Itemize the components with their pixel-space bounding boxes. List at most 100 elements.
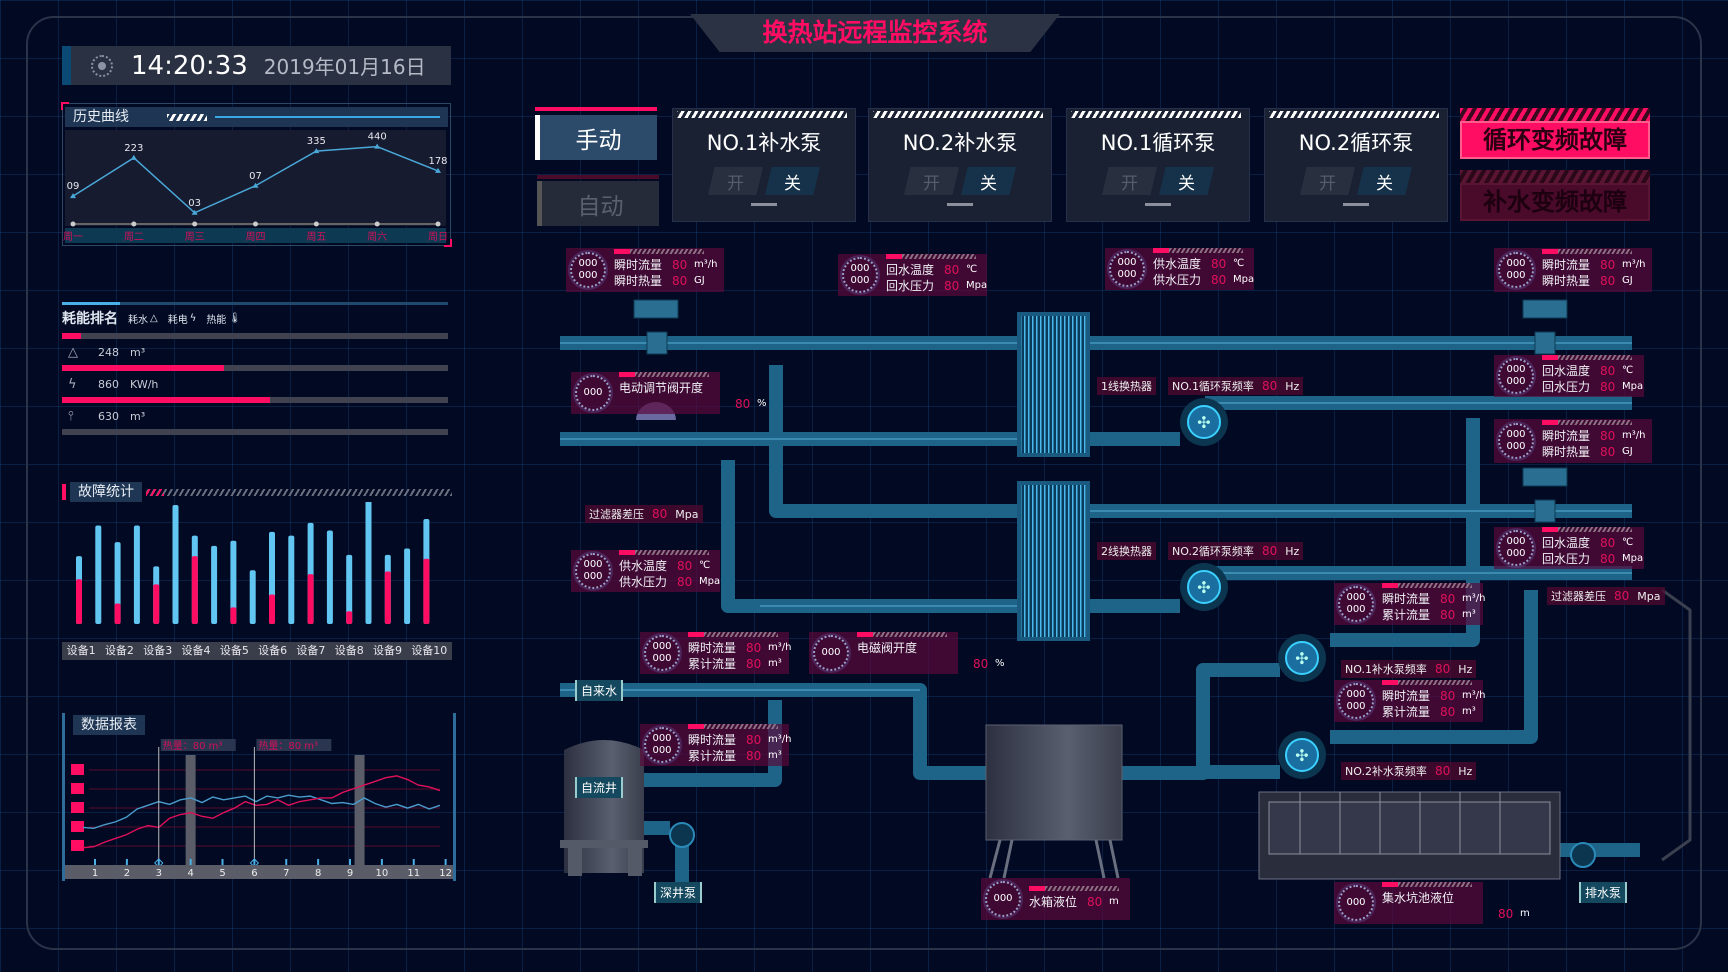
pump-on-button[interactable]: 开 — [708, 167, 763, 195]
highlight-band — [354, 755, 365, 877]
circulation-pump-1[interactable]: ✣ — [1180, 398, 1228, 446]
auto-indicator — [537, 175, 659, 179]
label-tap-water: 自来水 — [575, 680, 624, 701]
fault-bar-fault — [384, 571, 391, 624]
title-banner: 换热站远程监控系统 — [690, 14, 1060, 52]
report-x-tick: 11 — [407, 868, 420, 879]
pump-on-button[interactable]: 开 — [1300, 167, 1355, 195]
history-x-label: 周五 — [306, 231, 326, 243]
gauge-icon: 000 — [1338, 885, 1374, 921]
gauge-icon: 000 — [985, 881, 1021, 917]
report-x-tick: 6 — [251, 868, 257, 879]
fault-bar-fault — [76, 579, 82, 624]
legend-power[interactable]: 耗电 — [167, 314, 188, 326]
pump-off-button[interactable]: 关 — [1357, 167, 1412, 195]
drain-pump[interactable] — [1570, 842, 1596, 868]
circulation-pump-2[interactable]: ✣ — [1180, 563, 1228, 611]
history-value-label: 03 — [188, 198, 201, 209]
readout-tag: 1线换热器 — [1097, 377, 1156, 395]
report-x-tick: 12 — [439, 868, 452, 879]
history-baseline-point — [374, 221, 380, 227]
auto-mode-button[interactable]: 自动 — [537, 181, 659, 226]
history-point — [313, 148, 320, 154]
history-point — [374, 143, 381, 149]
makeup-pump-2[interactable]: ✣ — [1278, 731, 1326, 779]
deep-well-pump[interactable] — [669, 822, 695, 848]
fault-bar-total — [230, 540, 237, 624]
report-x-tick: 4 — [187, 868, 193, 879]
energy-bar-3 — [62, 429, 448, 435]
legend-swatch — [71, 840, 84, 851]
pump-name: NO.2补水泵 — [902, 131, 1018, 155]
history-value-label: 07 — [249, 171, 262, 182]
clock-time: 14:20:33 — [131, 50, 248, 81]
heat-exchanger-1[interactable] — [1017, 312, 1090, 457]
fault-bar-fault — [153, 584, 160, 624]
pump-name: NO.2循环泵 — [1298, 131, 1414, 155]
heat-exchanger-2[interactable] — [1017, 481, 1090, 641]
alarm-circulation-vfd-fault[interactable]: 循环变频故障 — [1460, 108, 1650, 161]
pump-card-3: NO.2循环泵 开关 — [1264, 108, 1448, 222]
pump-off-button[interactable]: 关 — [1159, 167, 1214, 195]
manual-indicator — [535, 107, 657, 111]
alarm-makeup-vfd-fault[interactable]: 补水变频故障 — [1460, 170, 1650, 223]
legend-swatch — [71, 821, 84, 832]
history-title: 历史曲线 — [65, 107, 137, 127]
pump-on-button[interactable]: 开 — [904, 167, 959, 195]
svg-text:✣: ✣ — [1295, 649, 1308, 668]
energy-bar-2 — [62, 397, 448, 403]
gauge-icon: 000 — [813, 635, 849, 671]
label-deep-well-pump: 深井泵 — [654, 882, 703, 903]
legend-heat[interactable]: 热能 — [206, 314, 227, 326]
energy-bar-0 — [62, 333, 448, 339]
thermometer-icon: ⫯ — [68, 408, 74, 424]
fault-bar-fault — [307, 574, 314, 624]
makeup-pump-1[interactable]: ✣ — [1278, 634, 1326, 682]
svg-text:✣: ✣ — [1197, 578, 1210, 597]
readout-tag: 2线换热器 — [1097, 542, 1156, 560]
pump-name: NO.1循环泵 — [1100, 131, 1216, 155]
pump-card-1: NO.2补水泵 开关 — [868, 108, 1052, 222]
legend-water[interactable]: 耗水 — [128, 314, 148, 326]
manual-mode-button[interactable]: 手动 — [535, 115, 657, 160]
pump-name: NO.1补水泵 — [706, 131, 822, 155]
history-x-label: 周日 — [428, 231, 448, 243]
pump-on-button[interactable]: 开 — [1102, 167, 1157, 195]
drop-icon: △ — [150, 312, 158, 324]
fault-bar-total — [326, 530, 333, 624]
history-x-label: 周一 — [63, 231, 83, 243]
history-baseline-point — [192, 221, 198, 227]
pump-off-button[interactable]: 关 — [765, 167, 820, 195]
report-line-blue — [82, 794, 441, 830]
pump-card-2: NO.1循环泵 开关 — [1066, 108, 1250, 222]
fault-bar-total — [404, 548, 411, 624]
pump-off-button[interactable]: 关 — [961, 167, 1016, 195]
marker-tooltip: 热量：80 m³ — [163, 739, 223, 752]
report-line-red — [82, 775, 441, 849]
report-x-tick: 9 — [347, 868, 353, 879]
history-value-label: 09 — [67, 181, 80, 192]
history-baseline-point — [253, 221, 258, 227]
page-title: 换热站远程监控系统 — [762, 18, 988, 47]
